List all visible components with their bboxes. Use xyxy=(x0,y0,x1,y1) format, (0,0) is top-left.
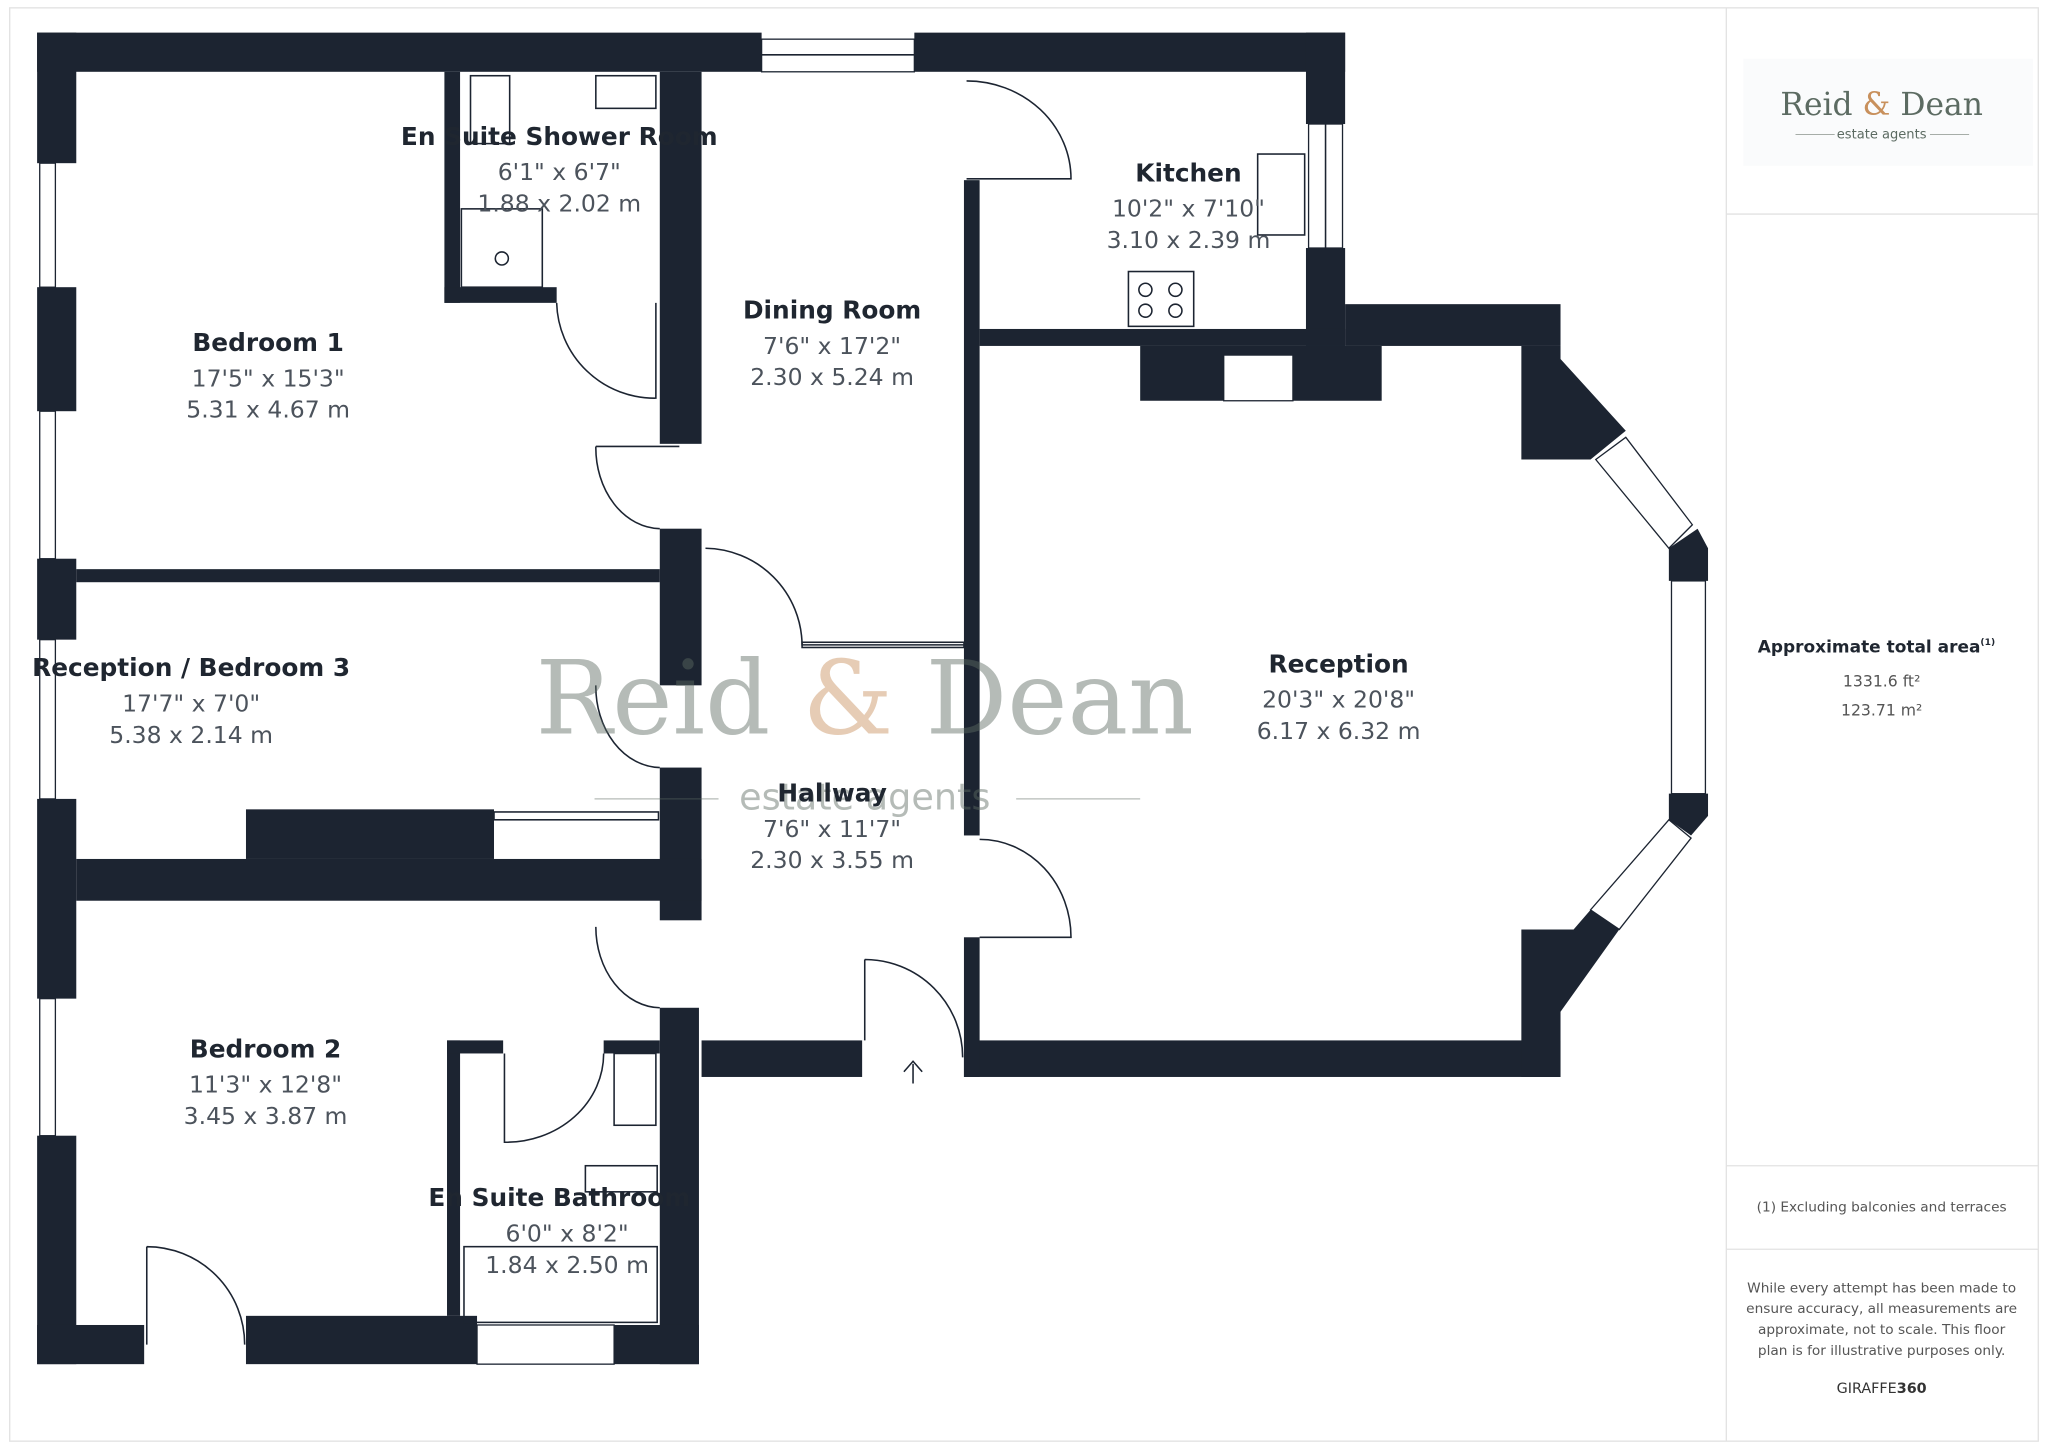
footnote: (1) Excluding balconies and terraces xyxy=(1757,1199,2007,1215)
area-sqm: 123.71 m² xyxy=(1841,700,1922,719)
giraffe360-brand: GIRAFFE360 xyxy=(1837,1381,1927,1397)
room-name: Bedroom 1 xyxy=(192,328,344,357)
room-name: Reception / Bedroom 3 xyxy=(32,653,350,682)
svg-text:plan is for illustrative purpo: plan is for illustrative purposes only. xyxy=(1758,1343,2005,1359)
svg-text:5.31 x 4.67 m: 5.31 x 4.67 m xyxy=(186,396,350,424)
svg-text:5.38 x 2.14 m: 5.38 x 2.14 m xyxy=(109,721,273,749)
svg-text:estate agents: estate agents xyxy=(739,775,990,818)
watermark-logo: Reid & Dean estate agents xyxy=(536,640,1194,819)
window xyxy=(39,410,57,560)
svg-text:6'0" x 8'2": 6'0" x 8'2" xyxy=(506,1219,629,1247)
entrance-arrow-icon xyxy=(903,1060,923,1084)
bay-window xyxy=(1670,580,1707,795)
logo-box xyxy=(1743,58,2034,166)
room-name: En Suite Shower Room xyxy=(401,122,718,151)
fireplace xyxy=(1223,354,1294,402)
svg-text:6'1" x 6'7": 6'1" x 6'7" xyxy=(498,158,621,186)
room-name: Kitchen xyxy=(1135,158,1241,187)
svg-text:7'6" x 17'2": 7'6" x 17'2" xyxy=(763,332,901,360)
svg-text:17'7" x 7'0": 17'7" x 7'0" xyxy=(122,689,260,717)
window xyxy=(39,997,57,1137)
svg-text:3.10 x 2.39 m: 3.10 x 2.39 m xyxy=(1107,226,1271,254)
fixtures xyxy=(145,74,1306,1345)
window xyxy=(39,638,57,800)
room-labels: En Suite Shower Room 6'1" x 6'7" 1.88 x … xyxy=(32,122,1420,1279)
svg-text:estate agents: estate agents xyxy=(1837,127,1927,142)
svg-text:2.30 x 5.24 m: 2.30 x 5.24 m xyxy=(750,363,914,391)
window xyxy=(39,162,57,288)
room-name: En Suite Bathroom xyxy=(428,1183,690,1212)
svg-text:7'6" x 11'7": 7'6" x 11'7" xyxy=(763,815,901,843)
area-title: Approximate total area xyxy=(1758,638,1981,658)
svg-text:Reid & Dean: Reid & Dean xyxy=(536,640,1194,759)
room-name: Bedroom 2 xyxy=(190,1034,342,1063)
room-name: Dining Room xyxy=(743,296,921,325)
svg-text:17'5" x 15'3": 17'5" x 15'3" xyxy=(192,364,345,392)
svg-text:While every attempt has been m: While every attempt has been made to xyxy=(1747,1280,2016,1296)
svg-text:ensure accuracy, all measureme: ensure accuracy, all measurements are xyxy=(1746,1301,2017,1317)
room-name: Hallway xyxy=(777,779,887,808)
svg-text:20'3" x 20'8": 20'3" x 20'8" xyxy=(1262,686,1415,714)
page-frame xyxy=(9,7,2039,1442)
svg-text:10'2" x 7'10": 10'2" x 7'10" xyxy=(1112,195,1265,223)
agent-logo: Reid & Dean estate agents xyxy=(1780,87,1982,142)
walls xyxy=(37,32,1709,1365)
svg-text:approximate, not to scale. Thi: approximate, not to scale. This floor xyxy=(1758,1322,2006,1338)
svg-text:11'3" x 12'8": 11'3" x 12'8" xyxy=(189,1071,342,1099)
svg-text:Approximate total area(1): Approximate total area(1) xyxy=(1758,638,1995,658)
window xyxy=(476,1324,615,1365)
svg-text:3.45 x 3.87 m: 3.45 x 3.87 m xyxy=(184,1102,348,1130)
svg-text:1.88 x 2.02 m: 1.88 x 2.02 m xyxy=(477,189,641,217)
svg-text:6.17 x 6.32 m: 6.17 x 6.32 m xyxy=(1257,717,1421,745)
disclaimer: While every attempt has been made to ens… xyxy=(1746,1280,2017,1359)
area-sqft: 1331.6 ft² xyxy=(1843,672,1920,691)
svg-text:1.84 x 2.50 m: 1.84 x 2.50 m xyxy=(485,1251,649,1279)
svg-text:2.30 x 3.55 m: 2.30 x 3.55 m xyxy=(750,846,914,874)
info-panel: Reid & Dean estate agents Approximate to… xyxy=(1725,7,2039,1442)
svg-text:Reid & Dean: Reid & Dean xyxy=(1780,87,1982,123)
room-name: Reception xyxy=(1268,649,1408,678)
